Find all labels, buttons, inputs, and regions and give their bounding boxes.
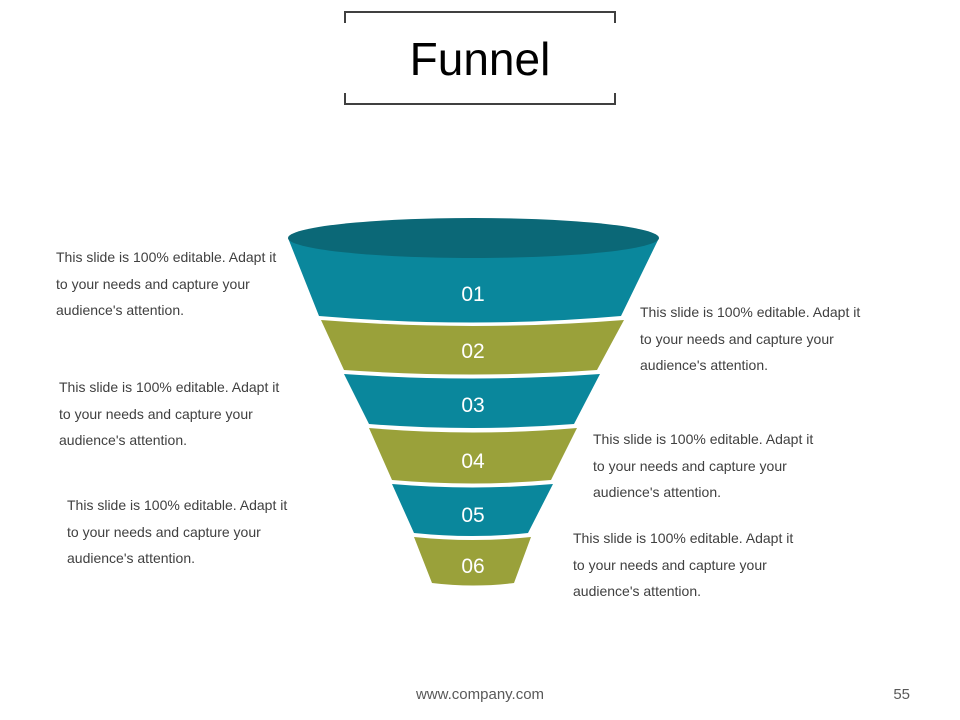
note-right-1: This slide is 100% editable. Adapt it to… [640,304,861,373]
funnel-stage-03 [344,374,600,428]
funnel-stage-04 [369,428,577,484]
note-left-2: This slide is 100% editable. Adapt it to… [59,379,280,448]
stage-label-02: 02 [461,340,484,363]
funnel-top-rim [288,218,659,258]
note-right-3: This slide is 100% editable. Adapt it to… [573,530,794,599]
title-frame: Funnel [344,11,616,105]
funnel-stage-02 [321,320,624,375]
stage-label-04: 04 [461,450,485,473]
stage-label-06: 06 [461,555,484,578]
note-left-3: This slide is 100% editable. Adapt it to… [67,497,288,566]
page-number: 55 [893,686,910,703]
funnel-stage-01 [288,238,659,323]
title-bracket-frame [344,11,616,105]
note-left-1: This slide is 100% editable. Adapt it to… [56,249,277,318]
stage-label-05: 05 [461,504,484,527]
funnel-stage-06 [414,537,531,586]
stage-label-01: 01 [461,283,484,306]
funnel-stage-05 [392,484,553,536]
slide-title: Funnel [409,33,551,85]
note-right-2: This slide is 100% editable. Adapt it to… [593,431,814,500]
footer-url: www.company.com [415,686,545,703]
stage-label-03: 03 [461,394,484,417]
